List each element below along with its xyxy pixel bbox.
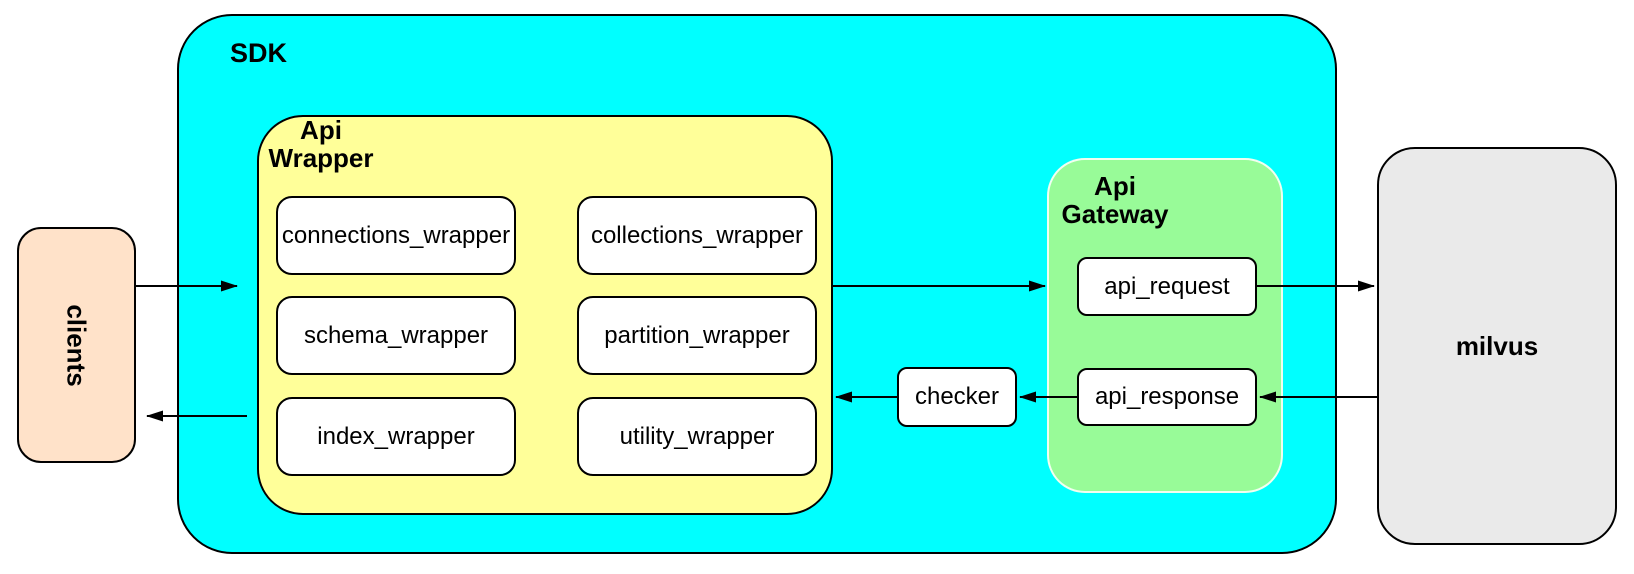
- checker-label: checker: [914, 383, 1000, 410]
- partition-wrapper-label: partition_wrapper: [604, 321, 790, 349]
- api-gateway-label-line2: Gateway: [1061, 199, 1169, 229]
- node-collections-wrapper: collections_wrapper: [577, 196, 817, 275]
- sdk-label: SDK: [230, 38, 288, 68]
- node-schema-wrapper: schema_wrapper: [276, 296, 516, 375]
- clients-node: clients: [17, 227, 136, 463]
- collections-wrapper-label: collections_wrapper: [590, 221, 804, 249]
- api-gateway-container: [1047, 158, 1283, 493]
- node-checker: checker: [897, 367, 1017, 427]
- node-partition-wrapper: partition_wrapper: [577, 296, 817, 375]
- index-wrapper-label: index_wrapper: [317, 422, 475, 450]
- api-gateway-label-line1: Api: [1094, 171, 1136, 201]
- node-api-request: api_request: [1077, 257, 1257, 316]
- utility-wrapper-label: utility_wrapper: [619, 422, 775, 450]
- node-index-wrapper: index_wrapper: [276, 397, 516, 476]
- api-gateway-label: Api Gateway: [1040, 172, 1190, 228]
- milvus-label: milvus: [1455, 330, 1539, 361]
- connections-wrapper-label: connections_wrapper: [281, 221, 511, 249]
- node-utility-wrapper: utility_wrapper: [577, 397, 817, 476]
- clients-label: clients: [62, 303, 92, 387]
- api-wrapper-label-line2: Wrapper: [268, 143, 374, 173]
- milvus-node: milvus: [1377, 147, 1617, 545]
- schema-wrapper-label: schema_wrapper: [303, 321, 489, 349]
- node-connections-wrapper: connections_wrapper: [276, 196, 516, 275]
- node-api-response: api_response: [1077, 368, 1257, 426]
- api-response-label: api_response: [1094, 383, 1240, 410]
- api-wrapper-label: Api Wrapper: [246, 116, 396, 172]
- api-request-label: api_request: [1104, 272, 1230, 300]
- api-wrapper-label-line1: Api: [300, 115, 342, 145]
